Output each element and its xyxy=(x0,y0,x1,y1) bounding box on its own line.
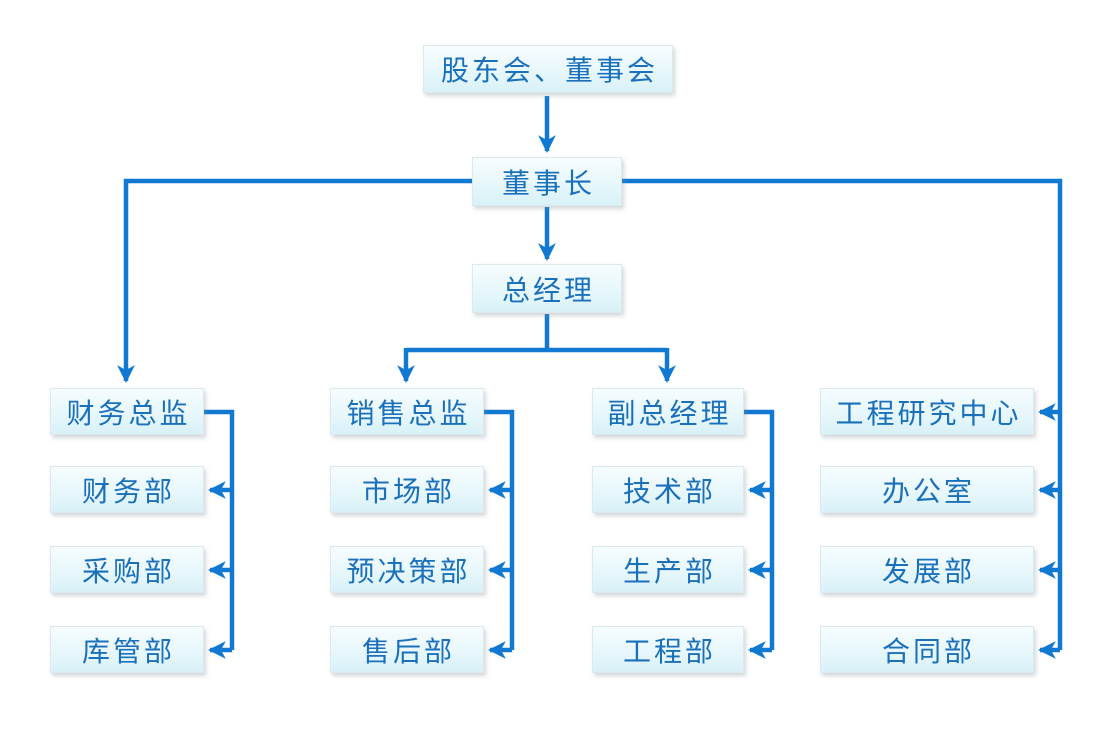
node-warehouse-dept: 库管部 xyxy=(50,626,204,673)
node-board: 股东会、董事会 xyxy=(423,45,673,93)
node-deputy-general-manager: 副总经理 xyxy=(592,388,744,435)
node-technology-dept-label: 技术部 xyxy=(622,474,716,508)
node-development-dept: 发展部 xyxy=(820,546,1034,593)
node-purchasing-dept-label: 采购部 xyxy=(81,554,175,588)
node-deputy-general-manager-label: 副总经理 xyxy=(607,396,732,430)
node-after-sales-dept-label: 售后部 xyxy=(361,634,455,668)
node-general-manager-label: 总经理 xyxy=(501,273,595,307)
node-technology-dept: 技术部 xyxy=(592,466,744,513)
node-engineering-research-center: 工程研究中心 xyxy=(820,388,1034,435)
node-production-dept-label: 生产部 xyxy=(622,554,716,588)
node-engineering-research-center-label: 工程研究中心 xyxy=(835,396,1022,430)
node-chairman: 董事长 xyxy=(472,157,622,206)
node-after-sales-dept: 售后部 xyxy=(330,626,484,673)
node-office: 办公室 xyxy=(820,466,1034,513)
node-finance-dept-label: 财务部 xyxy=(81,474,175,508)
node-finance-director: 财务总监 xyxy=(50,388,204,435)
node-marketing-dept-label: 市场部 xyxy=(361,474,455,508)
node-office-label: 办公室 xyxy=(881,474,975,508)
node-budget-decision-dept-label: 预决策部 xyxy=(346,554,471,588)
node-general-manager: 总经理 xyxy=(472,264,622,313)
node-board-label: 股东会、董事会 xyxy=(440,54,658,87)
node-contract-dept-label: 合同部 xyxy=(881,634,975,668)
node-sales-director: 销售总监 xyxy=(330,388,484,435)
node-purchasing-dept: 采购部 xyxy=(50,546,204,593)
node-engineering-dept: 工程部 xyxy=(592,626,744,673)
node-budget-decision-dept: 预决策部 xyxy=(330,546,484,593)
node-engineering-dept-label: 工程部 xyxy=(622,634,716,668)
node-warehouse-dept-label: 库管部 xyxy=(81,634,175,668)
node-chairman-label: 董事长 xyxy=(501,166,595,200)
node-contract-dept: 合同部 xyxy=(820,626,1034,673)
node-sales-director-label: 销售总监 xyxy=(346,396,471,430)
node-finance-director-label: 财务总监 xyxy=(66,396,191,430)
node-finance-dept: 财务部 xyxy=(50,466,204,513)
node-marketing-dept: 市场部 xyxy=(330,466,484,513)
node-development-dept-label: 发展部 xyxy=(881,554,975,588)
node-production-dept: 生产部 xyxy=(592,546,744,593)
